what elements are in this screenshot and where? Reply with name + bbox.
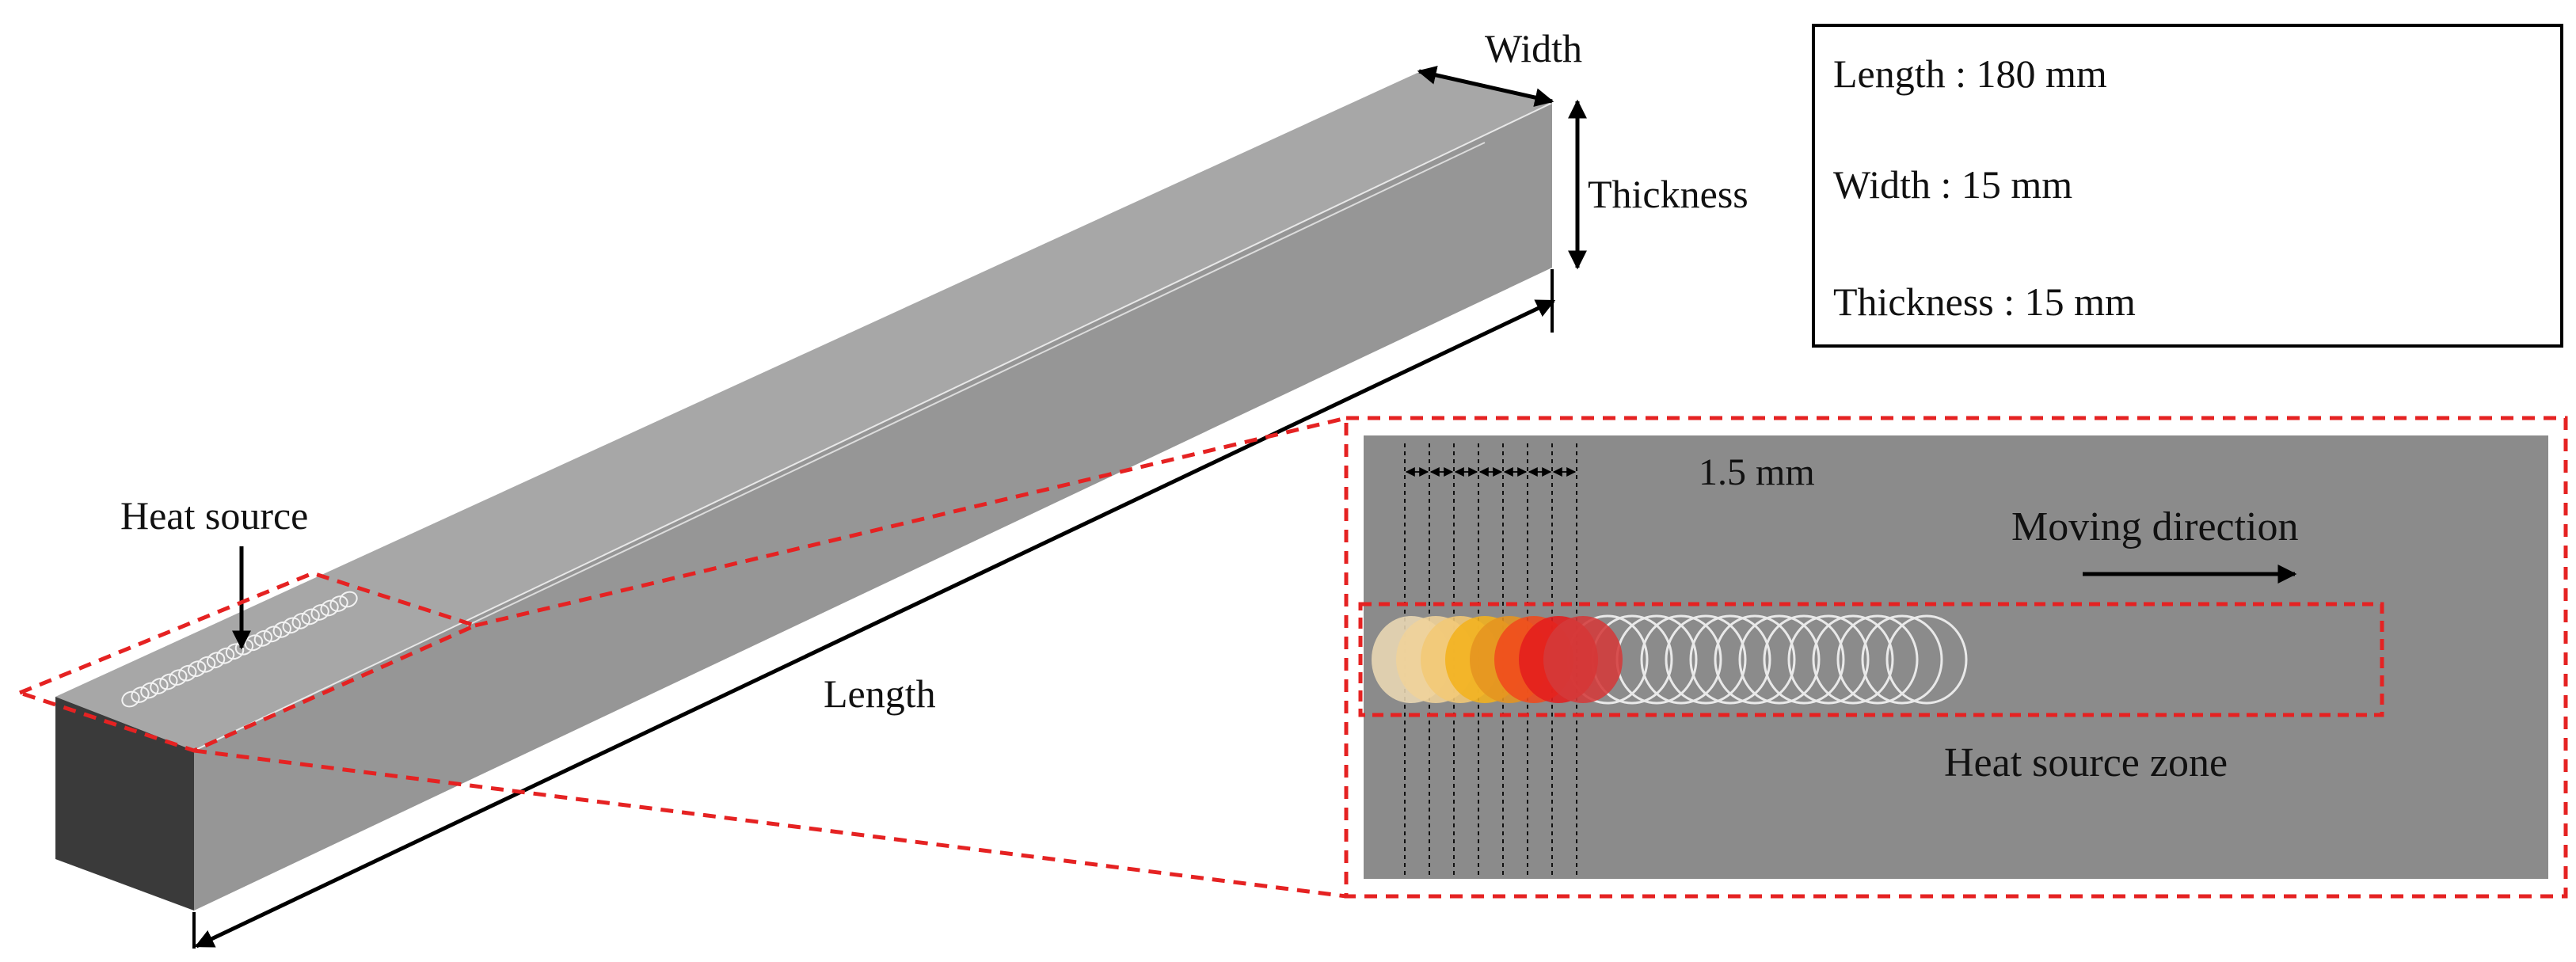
bar-heat-spot <box>150 678 169 694</box>
zoom-region-outline <box>13 571 481 753</box>
spec-box: Length : 180 mm Width : 15 mm Thickness … <box>1812 24 2563 348</box>
heat-source-label: Heat source <box>120 493 308 538</box>
bar-heat-spot <box>121 690 140 708</box>
length-label: Length <box>824 671 936 716</box>
heat-spot-outline <box>1738 614 1821 705</box>
bar-heat-spot <box>131 686 150 703</box>
bar-heat-spot <box>140 682 159 699</box>
heat-spot-outline <box>1689 614 1771 705</box>
inset-panel: 1.5 mm Moving direction Heat source zone <box>1344 416 2568 899</box>
heat-source-zone-outline <box>1358 602 2384 717</box>
heat-spot-outlines <box>1566 614 1968 705</box>
spec-thickness: Thickness : 15 mm <box>1833 279 2136 324</box>
moving-direction-label: Moving direction <box>2011 504 2299 549</box>
bar-top-ridge <box>466 142 1486 626</box>
zoom-line-bottom <box>193 748 1347 899</box>
spacing-label: 1.5 mm <box>1699 451 1815 493</box>
spec-width: Width : 15 mm <box>1833 162 2072 207</box>
bar-heat-spot <box>169 669 188 686</box>
bar-top-face <box>55 73 1552 751</box>
dimension-arrows <box>192 66 1587 949</box>
heat-spot-outline <box>1763 614 1845 705</box>
bar-3d <box>55 73 1553 911</box>
heat-spot-outline <box>1640 614 1722 705</box>
heat-source-zone-label: Heat source zone <box>1944 740 2228 785</box>
active-heat-spots <box>1372 616 1623 703</box>
heat-spot-outline <box>1861 614 1943 705</box>
bar-end-face <box>55 697 194 911</box>
heat-spot-outline <box>1836 614 1919 705</box>
active-heat-spot <box>1543 616 1623 703</box>
heat-spot-outline <box>1714 614 1796 705</box>
zoom-callout <box>13 416 1347 899</box>
width-arrow <box>1417 66 1554 107</box>
heat-spot-outline <box>1812 614 1894 705</box>
thickness-label: Thickness <box>1588 172 1748 216</box>
heat-spot-outline <box>1787 614 1870 705</box>
heat-spot-outline <box>1665 614 1747 705</box>
width-label: Width <box>1485 26 1582 70</box>
heat-spot-outline <box>1885 614 1968 705</box>
spec-length: Length : 180 mm <box>1833 51 2107 96</box>
length-arrow <box>194 298 1556 949</box>
bar-heat-spot <box>159 673 178 690</box>
